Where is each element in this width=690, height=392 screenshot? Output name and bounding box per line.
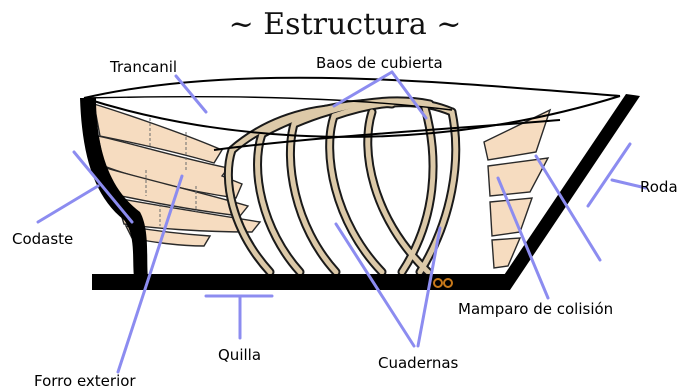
label-codaste: Codaste (12, 230, 73, 248)
label-roda: Roda (640, 178, 678, 196)
label-mamparo: Mamparo de colisión (458, 300, 613, 318)
keel (92, 274, 508, 290)
label-trancanil: Trancanil (109, 58, 177, 76)
frames (228, 101, 455, 272)
label-forro: Forro exterior (34, 372, 136, 390)
label-cuadernas: Cuadernas (378, 354, 459, 372)
label-baos: Baos de cubierta (316, 54, 443, 72)
label-quilla: Quilla (218, 346, 261, 364)
diagram-title: ~ Estructura ~ (229, 7, 462, 42)
